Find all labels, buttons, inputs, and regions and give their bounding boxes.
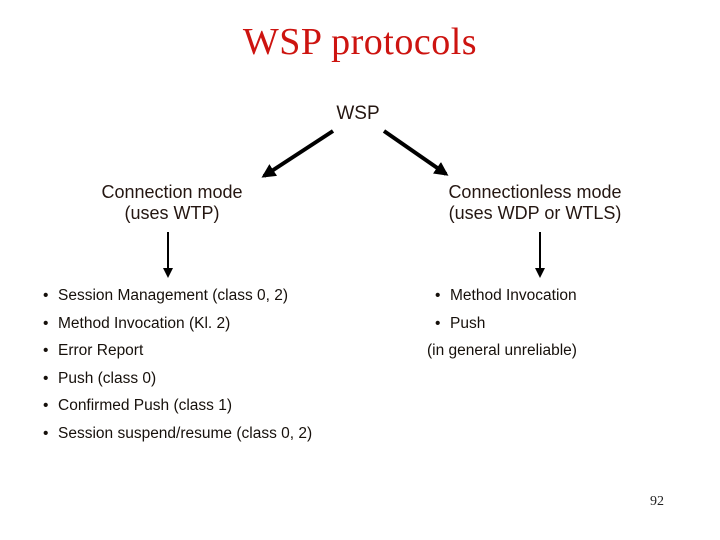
bullet-icon [435,316,440,332]
connectionless-mode-heading: Connectionless mode (uses WDP or WTLS) [415,182,655,224]
list-item-label: Method Invocation (Kl. 2) [58,314,231,332]
slide-title: WSP protocols [242,21,478,63]
page-number: 92 [650,494,664,509]
connectionless-mode-heading-line2: (uses WDP or WTLS) [448,203,622,223]
connection-mode-feature-list: Session Management (class 0, 2) Method I… [35,288,395,453]
list-item: Confirmed Push (class 1) [35,398,395,414]
list-item-label: Method Invocation [450,287,577,304]
connection-mode-heading: Connection mode (uses WTP) [52,182,292,224]
list-item: Session Management (class 0, 2) [35,288,395,304]
list-item-label: Push [450,314,486,332]
list-item: Push (class 0) [35,369,395,387]
list-item: Method Invocation [427,288,697,304]
bullet-icon [43,371,48,387]
list-item: Session suspend/resume (class 0, 2) [35,424,395,442]
list-item: Method Invocation (Kl. 2) [35,314,395,332]
list-item-label: Session suspend/resume (class 0, 2) [58,424,313,442]
wsp-root-label: WSP [336,103,380,124]
list-item-label: Error Report [58,342,144,359]
bullet-icon [43,288,48,304]
connection-mode-heading-line2: (uses WTP) [124,203,220,223]
connection-mode-heading-line1: Connection mode [101,182,243,202]
list-item-label: Confirmed Push (class 1) [58,397,233,414]
list-item: Error Report [35,343,395,359]
list-item: Push [427,314,697,332]
bullet-icon [43,398,48,414]
bullet-icon [43,316,48,332]
list-item-label: Push (class 0) [58,369,157,387]
bullet-icon [43,426,48,442]
bullet-icon [43,343,48,359]
connectionless-mode-feature-list: Method Invocation Push (in general unrel… [427,288,697,359]
arrow-wsp-to-connection-mode [261,129,335,178]
list-item-label: Session Management (class 0, 2) [58,287,289,304]
arrow-wsp-to-connectionless-mode [382,129,449,176]
connectionless-mode-heading-line1: Connectionless mode [448,182,622,202]
bullet-icon [435,288,440,304]
unreliable-note: (in general unreliable) [427,342,577,359]
